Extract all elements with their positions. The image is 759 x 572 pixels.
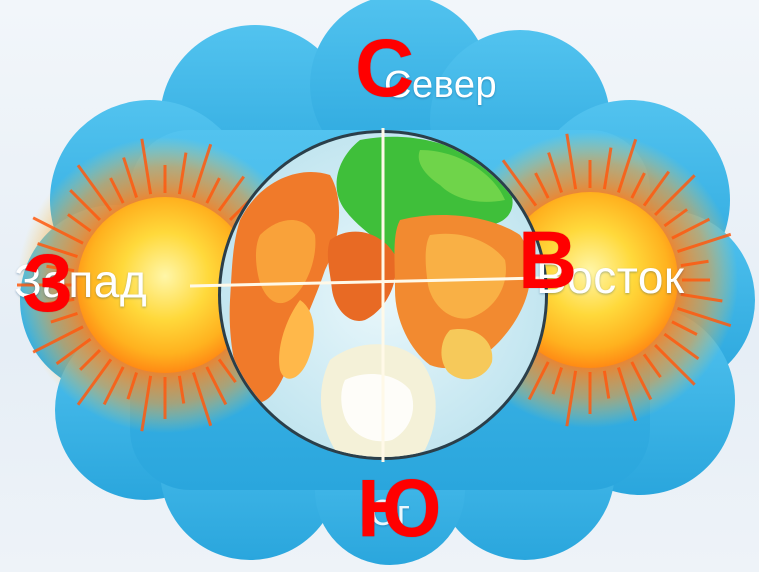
sun-ray	[205, 366, 228, 406]
sun-ray	[527, 361, 550, 401]
sun-ray	[102, 366, 125, 406]
sun-ray	[617, 138, 638, 193]
sun-ray	[55, 337, 92, 365]
sun-ray	[192, 372, 213, 427]
sun-ray	[69, 189, 102, 222]
sun-ray	[217, 175, 245, 212]
sun-ray	[76, 164, 113, 212]
sun-ray	[677, 307, 732, 328]
sun-ray	[680, 292, 723, 303]
globe-icon	[189, 128, 548, 462]
sun-ray	[534, 172, 550, 199]
sun-ray	[140, 138, 153, 195]
sun-ray	[663, 332, 700, 360]
west-letter: З	[22, 238, 74, 329]
compass-cross	[189, 128, 541, 462]
sun-ray	[192, 143, 213, 198]
south-word: Юг	[360, 492, 411, 533]
sun-ray	[67, 213, 92, 233]
sun-ray	[46, 264, 75, 273]
sun-ray	[677, 232, 732, 253]
sun-ray	[630, 361, 653, 401]
sun-ray	[565, 370, 578, 427]
sun-ray	[32, 297, 75, 308]
sun-ray	[37, 242, 78, 258]
sun-ray	[76, 358, 113, 406]
sun-ray	[617, 367, 638, 422]
sun-ray	[32, 216, 84, 245]
south-letter: Ю	[357, 463, 442, 554]
sun-ray	[217, 358, 237, 383]
sun-ray	[501, 159, 538, 207]
sun-ray	[177, 375, 186, 404]
sun-ray	[653, 343, 696, 386]
sun-ray	[32, 325, 84, 354]
sun-ray	[680, 259, 709, 268]
sun-ray	[551, 367, 563, 395]
sun-ray	[50, 312, 78, 324]
sun-ray	[663, 208, 688, 228]
sun-ray	[79, 348, 102, 371]
sun-ray	[109, 177, 125, 204]
sun-ray	[630, 172, 646, 199]
east-letter: В	[518, 215, 578, 306]
sun-ray	[642, 353, 662, 378]
sun-ray	[602, 370, 611, 399]
sun-ray	[126, 372, 138, 400]
sun-ray	[547, 152, 563, 193]
sun-ray	[140, 375, 153, 432]
sun-ray	[602, 147, 613, 190]
north-word: Север	[384, 64, 498, 106]
west-word: Запад	[14, 255, 148, 307]
sun-ray	[671, 320, 698, 336]
sun-ray	[671, 217, 711, 240]
sun-ray	[205, 177, 221, 204]
east-word: Восток	[536, 251, 685, 303]
sun-ray	[122, 157, 138, 198]
north-letter: С	[355, 23, 415, 114]
sun-ray	[642, 170, 670, 207]
sun-ray	[565, 133, 578, 190]
sun-ray	[177, 152, 188, 195]
sun-ray	[653, 174, 696, 217]
